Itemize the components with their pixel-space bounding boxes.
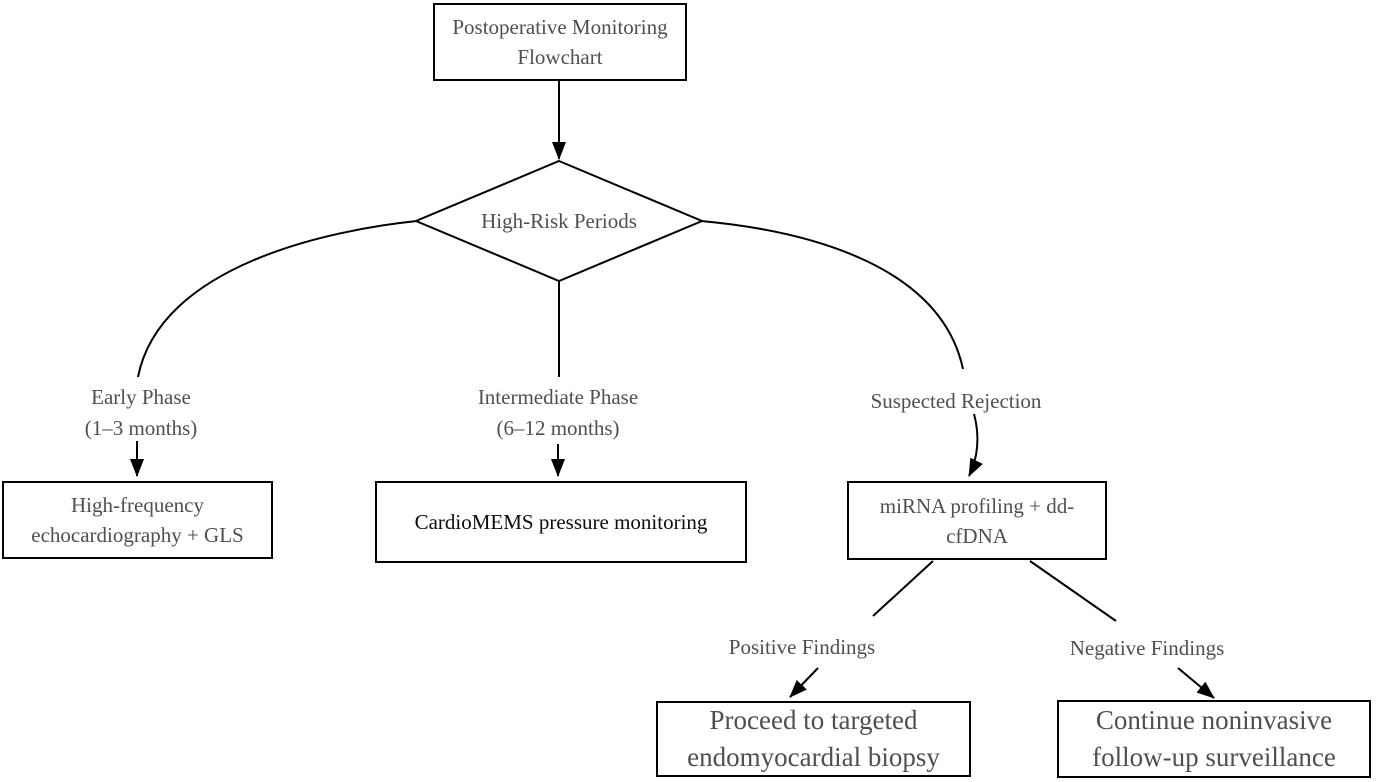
node-start-line2: Flowchart <box>517 45 603 69</box>
node-decision-label: High-Risk Periods <box>481 209 637 233</box>
node-rejection-action: miRNA profiling + dd- cfDNA <box>847 481 1107 560</box>
node-biopsy: Proceed to targeted endomyocardial biops… <box>656 701 971 777</box>
edge-label-intermediate-line1: Intermediate Phase <box>477 385 639 409</box>
node-surveillance-line1: Continue noninvasive <box>1095 705 1333 735</box>
node-biopsy-line2: endomyocardial biopsy <box>687 742 940 772</box>
edge-box-to-negative-label <box>1029 560 1117 622</box>
edge-decision-to-early-label <box>137 220 418 378</box>
node-surveillance-line2: follow-up surveillance <box>1092 742 1336 772</box>
node-intermediate-line1: CardioMEMS pressure monitoring <box>414 510 708 534</box>
node-rejection-line1: miRNA profiling + dd- <box>879 493 1075 518</box>
edge-label-intermediate: Intermediate Phase (6–12 months) <box>458 382 658 444</box>
edge-rejection-label-to-box <box>968 413 983 477</box>
node-rejection-line2: cfDNA <box>946 523 1008 548</box>
node-start: Postoperative Monitoring Flowchart <box>433 3 687 81</box>
edge-label-negative: Negative Findings <box>1047 633 1247 664</box>
edge-label-intermediate-line2: (6–12 months) <box>496 416 620 440</box>
edge-label-rejection: Suspected Rejection <box>846 386 1066 417</box>
node-early-action: High-frequency echocardiography + GLS <box>2 481 273 559</box>
node-early-line1: High-frequency <box>71 493 204 517</box>
edge-label-early: Early Phase (1–3 months) <box>41 382 241 444</box>
node-start-line1: Postoperative Monitoring <box>452 15 668 39</box>
edge-label-early-line2: (1–3 months) <box>84 416 198 440</box>
edge-label-negative-line1: Negative Findings <box>1069 636 1225 660</box>
edge-positive-label-to-box <box>789 667 819 698</box>
edge-label-rejection-line1: Suspected Rejection <box>870 389 1042 413</box>
node-surveillance: Continue noninvasive follow-up surveilla… <box>1057 700 1371 778</box>
node-biopsy-line1: Proceed to targeted <box>709 705 918 735</box>
node-early-line2: echocardiography + GLS <box>31 523 244 547</box>
edge-label-positive-line1: Positive Findings <box>728 635 876 659</box>
node-intermediate-action: CardioMEMS pressure monitoring <box>375 481 747 563</box>
edge-label-positive: Positive Findings <box>702 632 902 663</box>
edge-decision-to-rejection-label <box>700 220 964 370</box>
edge-box-to-positive-label <box>872 560 934 617</box>
edge-label-early-line1: Early Phase <box>91 385 191 409</box>
edge-negative-label-to-box <box>1177 667 1215 699</box>
